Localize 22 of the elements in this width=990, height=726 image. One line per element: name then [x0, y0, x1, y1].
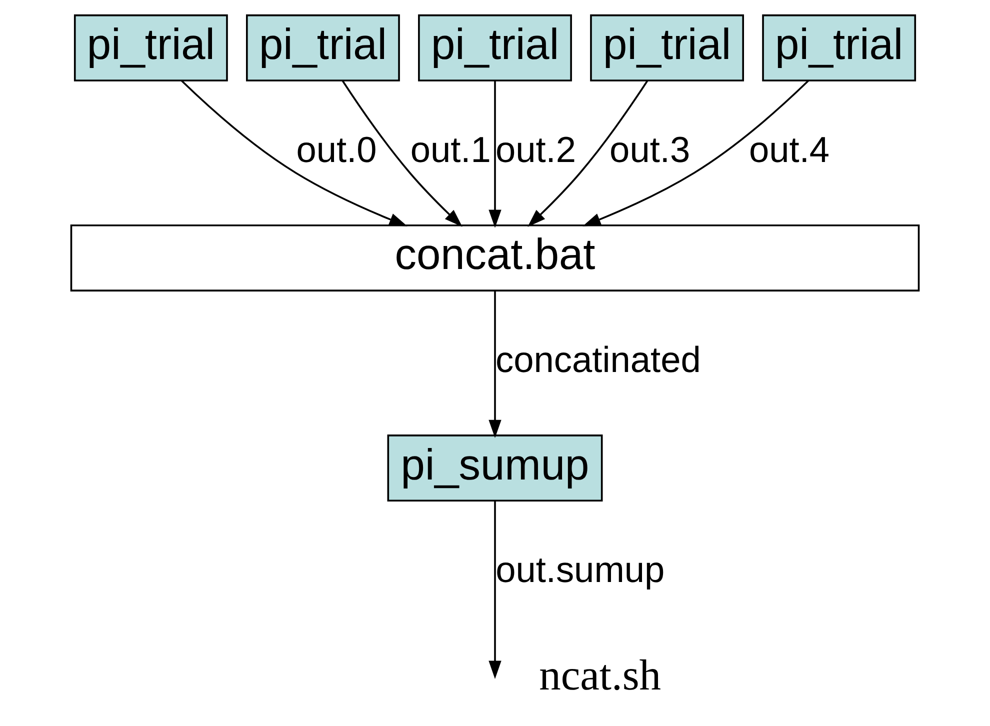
edge-label: out.0	[296, 128, 377, 170]
edge-label: out.2	[495, 128, 576, 170]
arrow	[488, 81, 502, 228]
node-box: concat.bat	[70, 224, 920, 292]
label: ncat.sh	[539, 651, 661, 700]
edge-label: out.1	[410, 128, 491, 170]
node-box: pi_sumup	[387, 434, 603, 502]
node-box: pi_trial	[74, 14, 228, 82]
arrow	[488, 291, 502, 438]
edge-label: concatinated	[496, 339, 701, 380]
edge-label: out.3	[610, 128, 690, 170]
edge-label: out.4	[749, 128, 830, 170]
node-box: pi_trial	[590, 14, 744, 82]
node-box: pi_trial	[246, 14, 400, 82]
arrow	[180, 80, 408, 226]
arrow	[528, 80, 648, 227]
edge-label: out.sumup	[496, 549, 665, 590]
node-box: pi_trial	[762, 14, 916, 82]
node-box: pi_trial	[418, 14, 572, 82]
arrow	[342, 80, 462, 227]
arrow	[488, 501, 502, 679]
arrow	[582, 80, 810, 226]
